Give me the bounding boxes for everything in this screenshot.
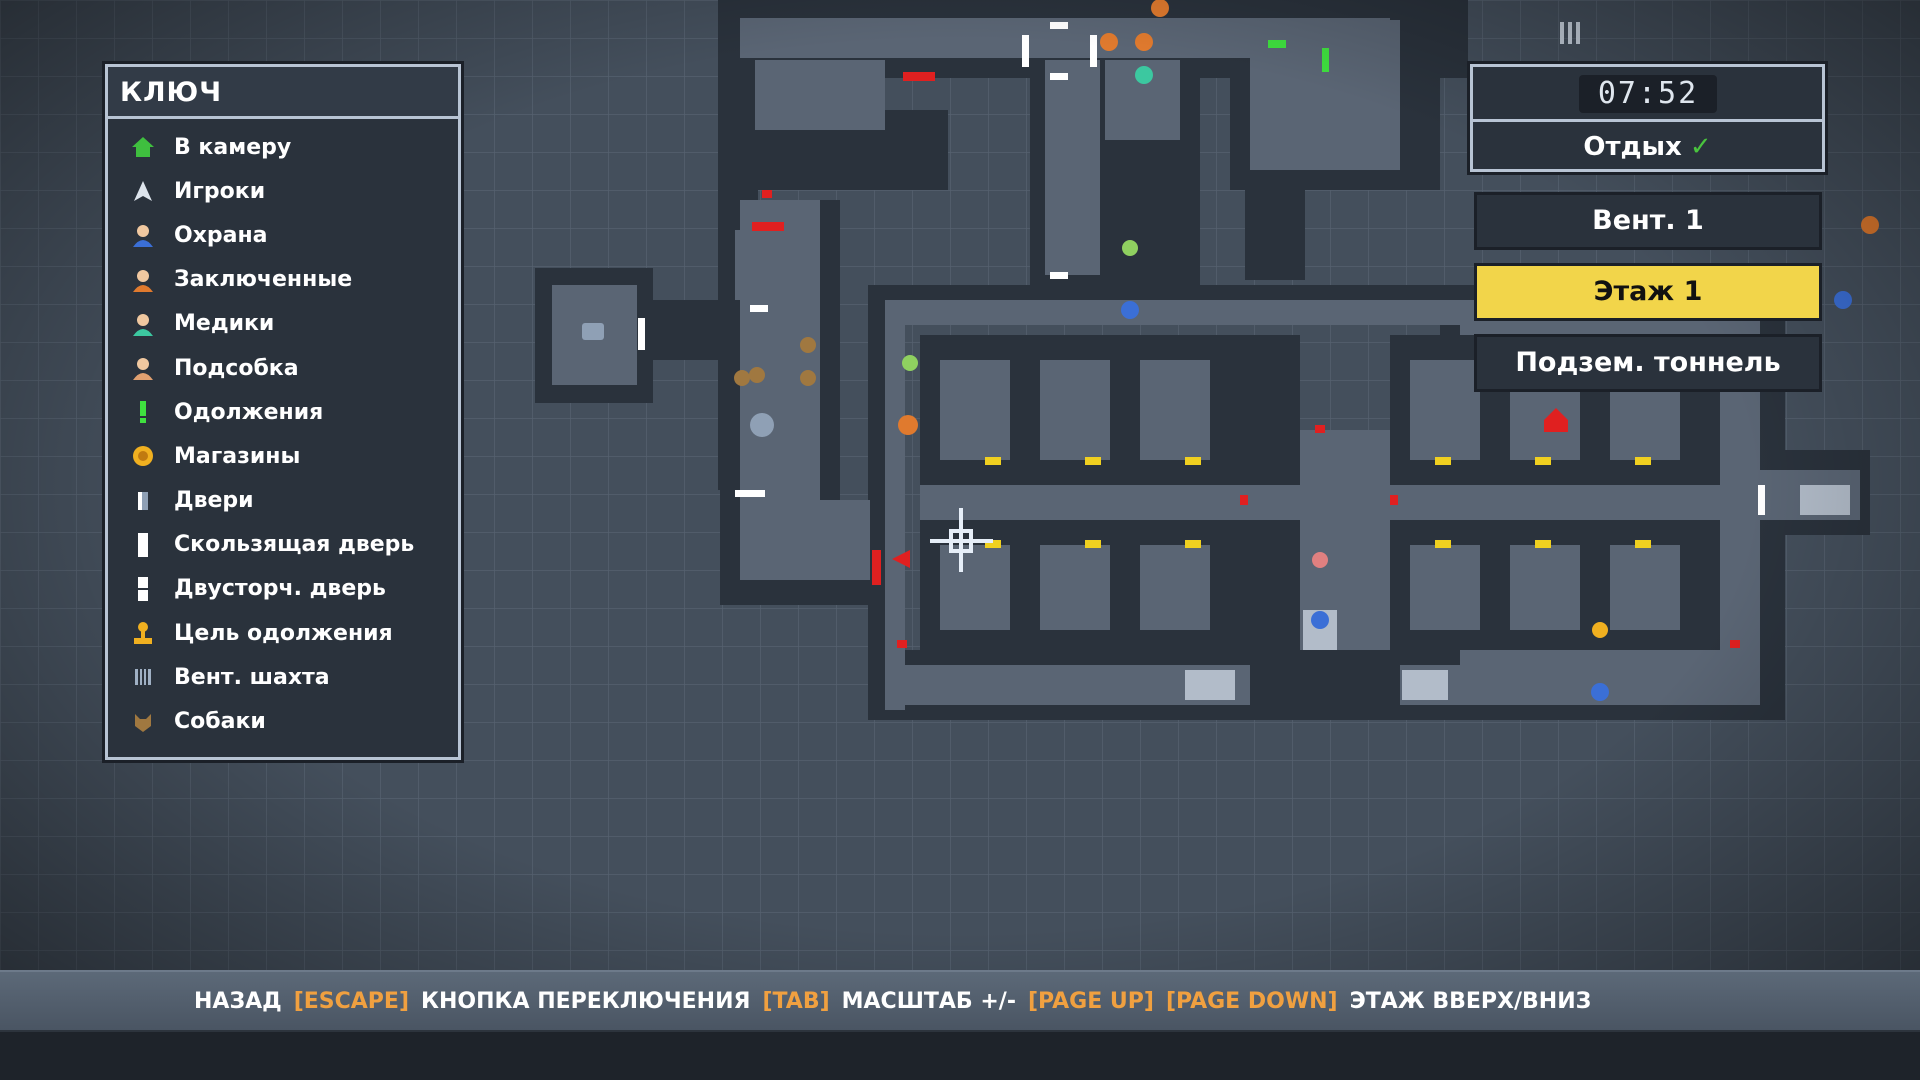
sliding-door-icon bbox=[130, 532, 156, 558]
legend-title: КЛЮЧ bbox=[108, 67, 458, 119]
legend-item-label: Одолжения bbox=[174, 399, 324, 425]
floor-button-tunnel[interactable]: Подзем. тоннель bbox=[1474, 334, 1822, 392]
legend-item-label: В камеру bbox=[174, 134, 292, 160]
legend-item-label: Скользящая дверь bbox=[174, 532, 415, 558]
floor-button-floor-1[interactable]: Этаж 1 bbox=[1474, 263, 1822, 321]
legend-item-label: Заключенные bbox=[174, 267, 353, 293]
legend-item-label: Подсобка bbox=[174, 355, 299, 381]
legend-item: Скользящая дверь bbox=[108, 523, 458, 567]
legend-item-label: Игроки bbox=[174, 178, 266, 204]
control-key: [TAB] bbox=[762, 988, 830, 1014]
legend-item-label: Магазины bbox=[174, 443, 301, 469]
legend-item: Подсобка bbox=[108, 346, 458, 390]
control-key: [PAGE UP] bbox=[1027, 988, 1154, 1014]
floor-button-vent-1[interactable]: Вент. 1 bbox=[1474, 192, 1822, 250]
legend-item-label: Медики bbox=[174, 311, 275, 337]
exclamation-icon bbox=[130, 399, 156, 425]
legend-item: Игроки bbox=[108, 169, 458, 213]
inmate-icon bbox=[130, 267, 156, 293]
medic-icon bbox=[130, 311, 156, 337]
control-label: КНОПКА ПЕРЕКЛЮЧЕНИЯ bbox=[421, 988, 751, 1014]
legend-item-label: Охрана bbox=[174, 222, 268, 248]
player-arrow-icon bbox=[130, 178, 156, 204]
status-panel: 07:52 Отдых✓ bbox=[1470, 64, 1825, 172]
bottom-footer bbox=[0, 1032, 1920, 1080]
home-icon bbox=[130, 134, 156, 160]
worker-icon bbox=[130, 355, 156, 381]
legend-item-label: Двери bbox=[174, 488, 254, 514]
shop-coin-icon bbox=[130, 443, 156, 469]
control-label: МАСШТАБ +/- bbox=[841, 988, 1016, 1014]
legend-item: Вент. шахта bbox=[108, 655, 458, 699]
legend-item: Одолжения bbox=[108, 390, 458, 434]
legend-item: Двусторч. дверь bbox=[108, 567, 458, 611]
guard-icon bbox=[130, 222, 156, 248]
legend-item: Медики bbox=[108, 302, 458, 346]
control-label: НАЗАД bbox=[194, 988, 282, 1014]
legend-item-label: Цель одолжения bbox=[174, 620, 393, 646]
favour-target-icon bbox=[130, 620, 156, 646]
controls-bar: НАЗАД [ESCAPE] КНОПКА ПЕРЕКЛЮЧЕНИЯ [TAB] МАС… bbox=[0, 970, 1920, 1032]
check-icon: ✓ bbox=[1689, 132, 1712, 162]
control-key: [ESCAPE] bbox=[293, 988, 410, 1014]
routine-label: Отдых bbox=[1583, 132, 1682, 162]
legend-item-label: Двусторч. дверь bbox=[174, 576, 386, 602]
status-divider bbox=[1473, 119, 1822, 122]
double-door-icon bbox=[130, 576, 156, 602]
game-clock: 07:52 bbox=[1579, 75, 1717, 113]
legend-item: Собаки bbox=[108, 699, 458, 743]
legend-item: Цель одолжения bbox=[108, 611, 458, 655]
dog-icon bbox=[130, 709, 156, 735]
legend-item: Магазины bbox=[108, 434, 458, 478]
legend-item: Двери bbox=[108, 479, 458, 523]
routine-status: Отдых✓ bbox=[1473, 127, 1822, 167]
legend-item: Заключенные bbox=[108, 258, 458, 302]
legend-item-label: Собаки bbox=[174, 709, 266, 735]
legend-item: В камеру bbox=[108, 125, 458, 169]
legend-item: Охрана bbox=[108, 213, 458, 257]
door-icon bbox=[130, 488, 156, 514]
legend-item-label: Вент. шахта bbox=[174, 664, 330, 690]
control-label: ЭТАЖ ВВЕРХ/ВНИЗ bbox=[1349, 988, 1592, 1014]
vent-icon bbox=[130, 664, 156, 690]
control-key: [PAGE DOWN] bbox=[1165, 988, 1338, 1014]
